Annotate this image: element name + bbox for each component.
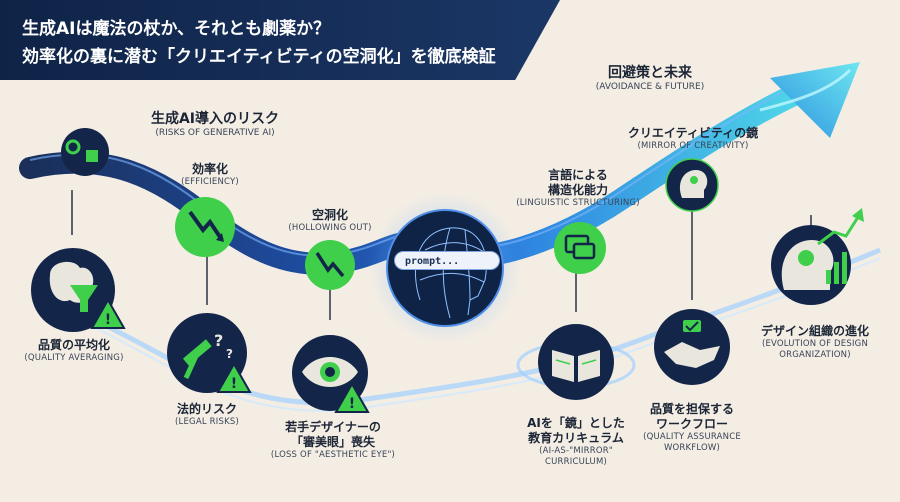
title-line-1: 生成AIは魔法の杖か、それとも劇薬か？ <box>22 19 331 39</box>
prompt-input-box: prompt... <box>394 251 500 270</box>
title-banner: 生成AIは魔法の杖か、それとも劇薬か？ 効率化の裏に潜む「クリエイティビティの空… <box>0 0 560 80</box>
section-future-en: (AVOIDANCE & FUTURE) <box>595 82 705 92</box>
arrow-down-icon <box>315 252 345 278</box>
label-workflow: 品質を担保する ワークフロー (QUALITY ASSURANCE WORKFL… <box>643 402 741 453</box>
label-quality-averaging: 品質の平均化 (QUALITY AVERAGING) <box>24 338 124 363</box>
head-icon <box>679 170 708 198</box>
handshake-icon <box>664 342 720 368</box>
section-risks-jp: 生成AI導入のリスク <box>150 111 280 127</box>
section-future: 回避策と未来 (AVOIDANCE & FUTURE) <box>590 62 710 92</box>
quality-averaging-node: ! <box>31 248 126 332</box>
label-linguistic: 言語による 構造化能力 (LINGUISTIC STRUCTURING) <box>516 168 640 208</box>
evolution-node <box>771 208 864 305</box>
check-icon <box>683 320 701 332</box>
svg-text:?: ? <box>214 331 223 350</box>
svg-text:!: ! <box>231 376 237 392</box>
svg-text:!: ! <box>349 396 355 412</box>
legal-risk-node: ? ? ! <box>167 313 252 393</box>
cube-icon <box>86 150 98 162</box>
label-aesthetic: 若手デザイナーの 「審美眼」喪失 (LOSS OF "AESTHETIC EYE… <box>270 420 396 460</box>
mirror-node <box>665 158 719 212</box>
section-risks-en: (RISKS OF GENERATIVE AI) <box>155 128 275 138</box>
arrow-down-icon <box>188 210 224 242</box>
svg-text:!: ! <box>105 312 111 328</box>
aesthetic-eye-node: ! <box>292 335 370 413</box>
gear-icon <box>65 139 81 155</box>
efficiency-node <box>175 197 235 257</box>
title-line-2: 効率化の裏に潜む「クリエイティビティの空洞化」を徹底検証 <box>22 47 496 67</box>
linguistic-node <box>554 222 606 274</box>
section-future-jp: 回避策と未来 <box>608 65 692 81</box>
funnel-icon <box>70 285 98 312</box>
book-icon <box>552 350 574 382</box>
warning-icon <box>334 381 370 413</box>
label-curriculum: AIを「鏡」とした 教育カリキュラム (AI-AS-"MIRROR" CURRI… <box>527 416 625 467</box>
label-evolution: デザイン組織の進化 (EVOLUTION OF DESIGN ORGANIZAT… <box>760 324 869 360</box>
connector-lines <box>71 190 812 320</box>
gavel-icon <box>182 339 212 366</box>
warning-icon <box>216 361 252 393</box>
label-mirror: クリエイティビティの鏡 (MIRROR OF CREATIVITY) <box>627 126 759 151</box>
warning-icon <box>90 297 126 329</box>
label-efficiency: 効率化 (EFFICIENCY) <box>181 162 239 187</box>
hollowing-node <box>305 240 355 290</box>
curriculum-node <box>516 324 636 400</box>
svg-text:?: ? <box>226 347 233 361</box>
workflow-node <box>654 309 730 385</box>
gear-cube-node <box>61 128 109 176</box>
label-hollowing: 空洞化 (HOLLOWING OUT) <box>288 208 372 233</box>
label-legal: 法的リスク (LEGAL RISKS) <box>175 402 239 427</box>
section-risks: 生成AI導入のリスク (RISKS OF GENERATIVE AI) <box>150 108 280 138</box>
